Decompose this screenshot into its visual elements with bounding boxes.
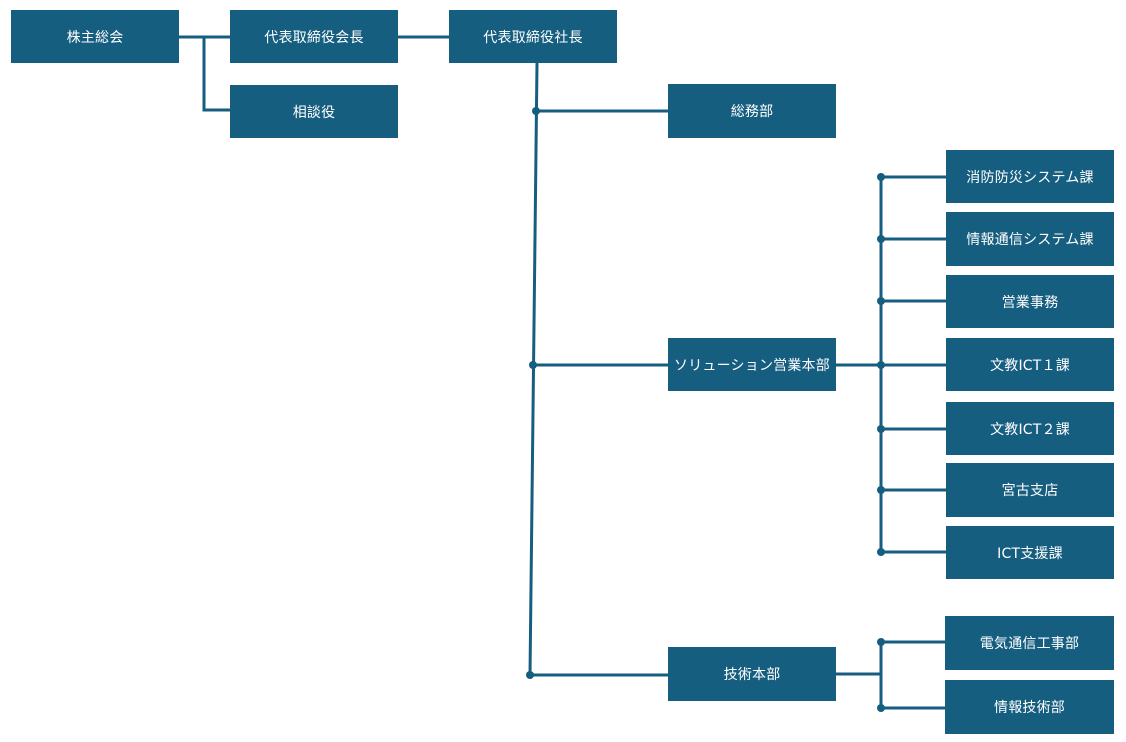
connector-president-trunk [528,61,539,677]
node-info-tech: 情報技術部 [945,680,1114,734]
junction-dot [877,361,885,369]
node-shareholders-meeting: 株主総会 [11,10,179,63]
junction-dot [877,235,885,243]
junction-dot [529,361,537,369]
junction-dot [877,704,885,712]
node-advisor: 相談役 [230,85,398,138]
junction-dot [526,671,534,679]
node-president: 代表取締役社長 [449,10,617,63]
junction-dot [532,107,540,115]
node-technology: 技術本部 [668,647,836,701]
node-solution-sales: ソリューション営業本部 [668,338,836,391]
junction-dot [877,297,885,305]
junction-dot [877,638,885,646]
junction-dot [877,173,885,181]
node-edu-ict2: 文教ICT２課 [946,402,1114,455]
connector-advisor [202,35,232,112]
node-electric-comm: 電気通信工事部 [945,616,1114,670]
node-fire-disaster: 消防防災システム課 [946,150,1114,203]
node-chairman: 代表取締役会長 [230,10,398,63]
node-sales-admin: 営業事務 [946,275,1114,328]
node-ict-support: ICT支援課 [946,526,1114,579]
node-miyako-branch: 宮古支店 [946,463,1114,517]
junction-dot [877,425,885,433]
node-edu-ict1: 文教ICT１課 [946,338,1114,391]
junction-dot [877,548,885,556]
junction-dot [877,486,885,494]
node-info-comm: 情報通信システム課 [946,212,1114,266]
node-general-affairs: 総務部 [668,84,836,138]
